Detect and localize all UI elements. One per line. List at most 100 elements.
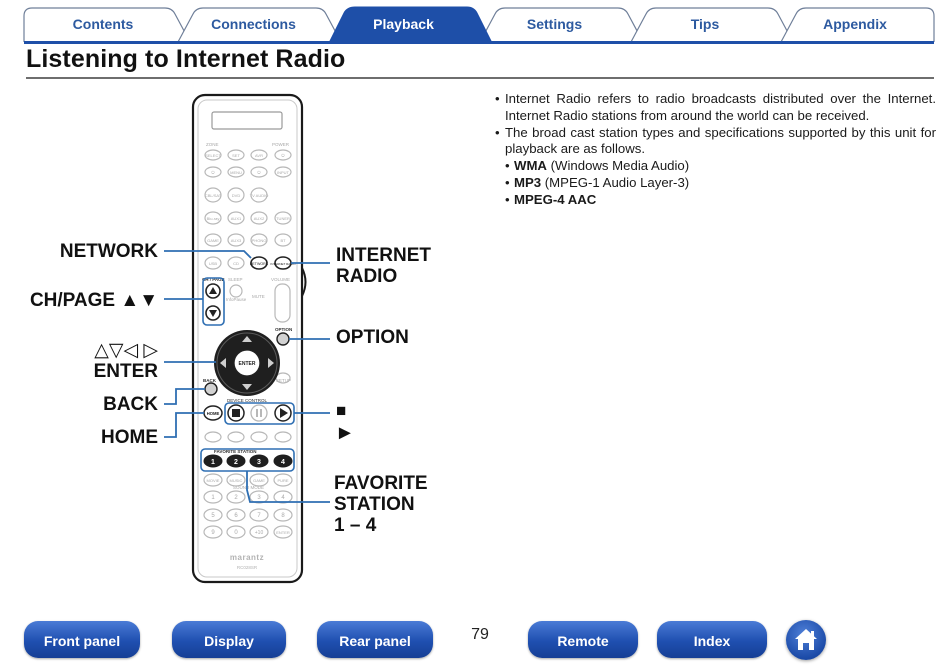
remote-btn-label: PHONO [252, 238, 267, 243]
home-icon [795, 629, 817, 650]
format-desc: (MPEG-1 Audio Layer-3) [541, 174, 690, 190]
remote-brand-logo: marantz [230, 553, 264, 562]
remote-btn-label: AUX2 [254, 216, 265, 221]
remote-btn-label: TV AUDIO [250, 193, 269, 198]
callout-internet-radio-line1: INTERNET [336, 245, 431, 266]
dpad-down-icon [242, 384, 252, 390]
tab-shapes [23, 6, 935, 44]
callout-stop: ■ [336, 401, 347, 420]
ch-down-arrow-icon [209, 310, 217, 317]
remote-btn-label: ⏻ [211, 170, 215, 175]
home-button-label: HOME [207, 411, 220, 416]
remote-btn-label: USB [209, 261, 218, 266]
remote-button[interactable]: Remote [528, 621, 638, 658]
callout-favorite-line1: FAVORITE [334, 473, 428, 494]
remote-btn-label: DVD [232, 193, 241, 198]
note-station-types: The broad cast station types and specifi… [495, 125, 936, 159]
remote-btn-label: NETWORK [250, 262, 269, 266]
favorite-station-text: FAVORITE STATION [214, 449, 257, 454]
front-panel-button[interactable]: Front panel [24, 621, 140, 658]
format-name: MP3 [514, 174, 542, 190]
option-button-shape [276, 332, 290, 346]
num-key-label: 8 [281, 513, 285, 519]
mute-text: MUTE [252, 294, 265, 299]
tab-shape-contents [23, 7, 191, 43]
remote-display-window [211, 111, 283, 130]
num-key-label: 6 [234, 513, 238, 519]
num-key-label: ENTER [276, 530, 290, 535]
stop-icon [232, 409, 240, 417]
top-tab-bar: Contents Connections Playback Settings T… [0, 0, 950, 46]
num-key-label: 5 [211, 513, 215, 519]
tab-contents[interactable]: Contents [72, 16, 134, 32]
back-button-shape [204, 382, 218, 396]
remote-btn-label: AUX1 [231, 216, 242, 221]
enter-button-label: ENTER [239, 361, 256, 367]
tab-underline [24, 41, 934, 44]
format-name: WMA [514, 158, 547, 174]
format-item: MP3 (MPEG-1 Audio Layer-3) [495, 175, 936, 192]
callout-lines [164, 250, 330, 503]
remote-btn-label: MUSIC [230, 478, 243, 483]
dpad-left-icon [220, 358, 226, 368]
tab-tips[interactable]: Tips [690, 16, 720, 32]
chpage-highlight [202, 277, 225, 326]
pause-button-shape [250, 404, 268, 422]
tab-shape-connections [177, 7, 342, 43]
chpage-text: CH / PAGE [202, 277, 225, 282]
num-key-label: 1 [211, 495, 215, 501]
remote-btn-label: INTERNET RADIO [270, 262, 296, 266]
display-button[interactable]: Display [172, 621, 286, 658]
dpad-up-icon [242, 336, 252, 342]
sound-mode-text: SOUND MODE [233, 485, 264, 490]
format-item: WMA (Windows Media Audio) [495, 158, 936, 175]
num-key-label: +10 [255, 530, 264, 536]
index-button[interactable]: Index [657, 621, 767, 658]
tab-shape-playback [328, 6, 493, 44]
remote-btn-label: Blu-ray [207, 216, 220, 221]
tab-appendix[interactable]: Appendix [823, 16, 887, 32]
remote-btn-label: GAME [253, 478, 265, 483]
callout-network: NETWORK [59, 241, 158, 262]
note-internet-radio: Internet Radio refers to radio broadcast… [495, 91, 936, 125]
remote-btn-label: TUNER [276, 216, 290, 221]
fav-1-label: 1 [211, 459, 215, 466]
callout-internet-radio-line2: RADIO [336, 266, 398, 287]
callout-option: OPTION [336, 327, 409, 348]
title-divider [26, 77, 934, 79]
tab-settings[interactable]: Settings [526, 16, 583, 32]
remote-btn-label: AUX3 [231, 238, 242, 243]
remote-model-text: RC028SR [237, 565, 258, 570]
callout-favorite-line3: 1 – 4 [334, 515, 377, 536]
fav-3-label: 3 [257, 459, 261, 466]
remote-btn-label: ⏻ [281, 153, 285, 158]
sleep-text: SLEEP [228, 277, 243, 282]
fav-4-label: 4 [281, 459, 285, 466]
fav-2-label: 2 [234, 459, 238, 466]
tab-shape-settings [479, 7, 644, 43]
ch-up-arrow-icon [209, 287, 217, 294]
power-text: POWER [272, 142, 290, 147]
format-item: MPEG-4 AAC [495, 192, 936, 209]
callout-favorite-line2: STATION [334, 494, 415, 515]
remote-btn-label: BT [280, 238, 286, 243]
zone-text: ZONE [206, 142, 219, 147]
rear-panel-button[interactable]: Rear panel [317, 621, 433, 658]
play-icon [280, 408, 288, 418]
callout-back: BACK [103, 394, 158, 415]
callout-play: ► [335, 422, 355, 444]
num-key-label: 2 [234, 495, 238, 501]
volume-text: VOLUME [271, 277, 290, 282]
tab-connections[interactable]: Connections [211, 16, 296, 32]
callout-arrows: △▽◁ ▷ [94, 340, 158, 361]
tab-playback[interactable]: Playback [373, 16, 434, 32]
remote-btn-label: ⏻ [257, 170, 261, 175]
home-nav-button[interactable] [786, 620, 826, 660]
callout-favorite: FAVORITE STATION 1 – 4 [334, 473, 428, 536]
remote-btn-label: SELECT [205, 153, 221, 158]
callout-enter: ENTER [93, 361, 158, 382]
remote-btn-label: GAME [207, 238, 219, 243]
volume-side-bump [301, 267, 307, 297]
remote-illustration: ZONE POWER SLEEP VOLUME CH / PAGE MUTE I… [164, 93, 330, 584]
device-control-text: DEVICE CONTROL [227, 398, 268, 403]
